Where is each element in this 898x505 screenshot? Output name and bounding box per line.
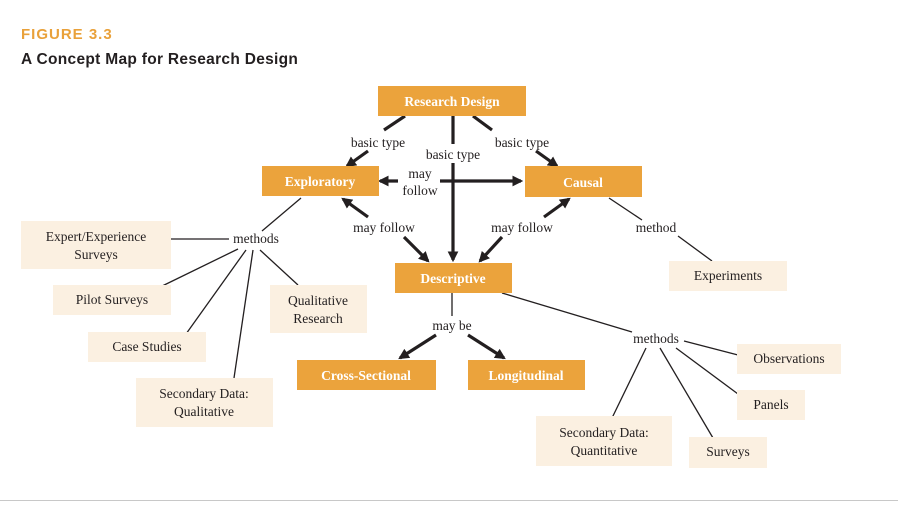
label-methods-descriptive: methods bbox=[633, 331, 679, 346]
bottom-divider bbox=[0, 500, 898, 501]
box-secondary-data-qualitative: Secondary Data: Qualitative bbox=[136, 378, 273, 427]
box-qualitative-research: Qualitative Research bbox=[270, 285, 367, 333]
link-method-experiments bbox=[677, 235, 713, 262]
arrow-rd-to-causal bbox=[472, 114, 493, 132]
label-methods-exploratory: methods bbox=[233, 231, 279, 246]
link-methods-case bbox=[185, 249, 247, 335]
box-observations: Observations bbox=[737, 344, 841, 374]
label-basic-type-left: basic type bbox=[351, 135, 405, 150]
node-longitudinal: Longitudinal bbox=[468, 360, 585, 390]
arrow-descriptive-to-exploratory bbox=[341, 197, 369, 219]
svg-text:Experiments: Experiments bbox=[694, 268, 762, 283]
link-causal-method bbox=[608, 197, 643, 221]
link-methods-surveys bbox=[659, 347, 714, 439]
svg-text:Longitudinal: Longitudinal bbox=[488, 368, 563, 383]
svg-text:Expert/Experience: Expert/Experience bbox=[46, 229, 146, 244]
link-methods-panels bbox=[675, 347, 739, 395]
svg-text:Descriptive: Descriptive bbox=[420, 271, 485, 286]
svg-text:Exploratory: Exploratory bbox=[285, 174, 356, 189]
connectors bbox=[153, 114, 739, 439]
node-research-design: Research Design bbox=[378, 86, 526, 116]
box-panels: Panels bbox=[737, 390, 805, 420]
box-pilot-surveys: Pilot Surveys bbox=[53, 285, 171, 315]
arrow-descriptive-to-cross-sectional bbox=[398, 333, 437, 360]
link-methods-pilot bbox=[153, 248, 239, 291]
box-surveys: Surveys bbox=[689, 437, 767, 468]
svg-text:Surveys: Surveys bbox=[706, 444, 750, 459]
box-case-studies: Case Studies bbox=[88, 332, 206, 362]
arrow-descriptive-to-longitudinal bbox=[467, 333, 506, 360]
link-methods-secondary-qual bbox=[233, 249, 254, 379]
label-may-follow-right: may follow bbox=[491, 220, 553, 235]
box-expert-experience-surveys: Expert/Experience Surveys bbox=[21, 221, 171, 269]
label-may-follow-top-2: follow bbox=[402, 183, 437, 198]
svg-text:Case Studies: Case Studies bbox=[112, 339, 181, 354]
node-causal: Causal bbox=[525, 166, 642, 197]
link-methods-qualitative-research bbox=[259, 249, 299, 286]
link-methods-observations bbox=[683, 340, 739, 356]
box-secondary-data-quantitative: Secondary Data: Quantitative bbox=[536, 416, 672, 466]
arrow-rd-to-exploratory-lower bbox=[345, 149, 369, 168]
label-may-be: may be bbox=[432, 318, 471, 333]
arrow-exploratory-to-descriptive bbox=[402, 235, 430, 263]
arrow-descriptive-to-causal bbox=[543, 197, 571, 219]
label-may-follow-left: may follow bbox=[353, 220, 415, 235]
svg-text:Panels: Panels bbox=[753, 397, 788, 412]
arrow-rd-to-exploratory bbox=[383, 114, 406, 132]
label-may-follow-top-1: may bbox=[408, 166, 431, 181]
box-experiments: Experiments bbox=[669, 261, 787, 291]
link-descriptive-methods bbox=[501, 292, 633, 333]
svg-text:Pilot Surveys: Pilot Surveys bbox=[76, 292, 148, 307]
svg-text:Qualitative: Qualitative bbox=[288, 293, 348, 308]
arrow-causal-to-descriptive bbox=[478, 235, 504, 263]
node-exploratory: Exploratory bbox=[262, 166, 379, 196]
link-methods-secondary-quant bbox=[611, 347, 647, 419]
svg-text:Secondary Data:: Secondary Data: bbox=[559, 425, 649, 440]
svg-text:Quantitative: Quantitative bbox=[571, 443, 638, 458]
svg-text:Research Design: Research Design bbox=[404, 94, 500, 109]
node-cross-sectional: Cross-Sectional bbox=[297, 360, 436, 390]
svg-text:Qualitative: Qualitative bbox=[174, 404, 234, 419]
link-exploratory-methods bbox=[261, 197, 302, 232]
label-basic-type-right: basic type bbox=[495, 135, 549, 150]
svg-text:Observations: Observations bbox=[753, 351, 824, 366]
figure-number: FIGURE 3.3 bbox=[21, 26, 113, 43]
node-descriptive: Descriptive bbox=[395, 263, 512, 293]
figure-title: A Concept Map for Research Design bbox=[21, 51, 299, 68]
svg-text:Cross-Sectional: Cross-Sectional bbox=[321, 368, 411, 383]
svg-text:Research: Research bbox=[293, 311, 343, 326]
label-basic-type-center: basic type bbox=[426, 147, 480, 162]
svg-text:Surveys: Surveys bbox=[74, 247, 118, 262]
label-method-causal: method bbox=[636, 220, 677, 235]
arrow-rd-to-causal-lower bbox=[535, 149, 559, 168]
svg-text:Secondary Data:: Secondary Data: bbox=[159, 386, 249, 401]
svg-text:Causal: Causal bbox=[563, 175, 603, 190]
